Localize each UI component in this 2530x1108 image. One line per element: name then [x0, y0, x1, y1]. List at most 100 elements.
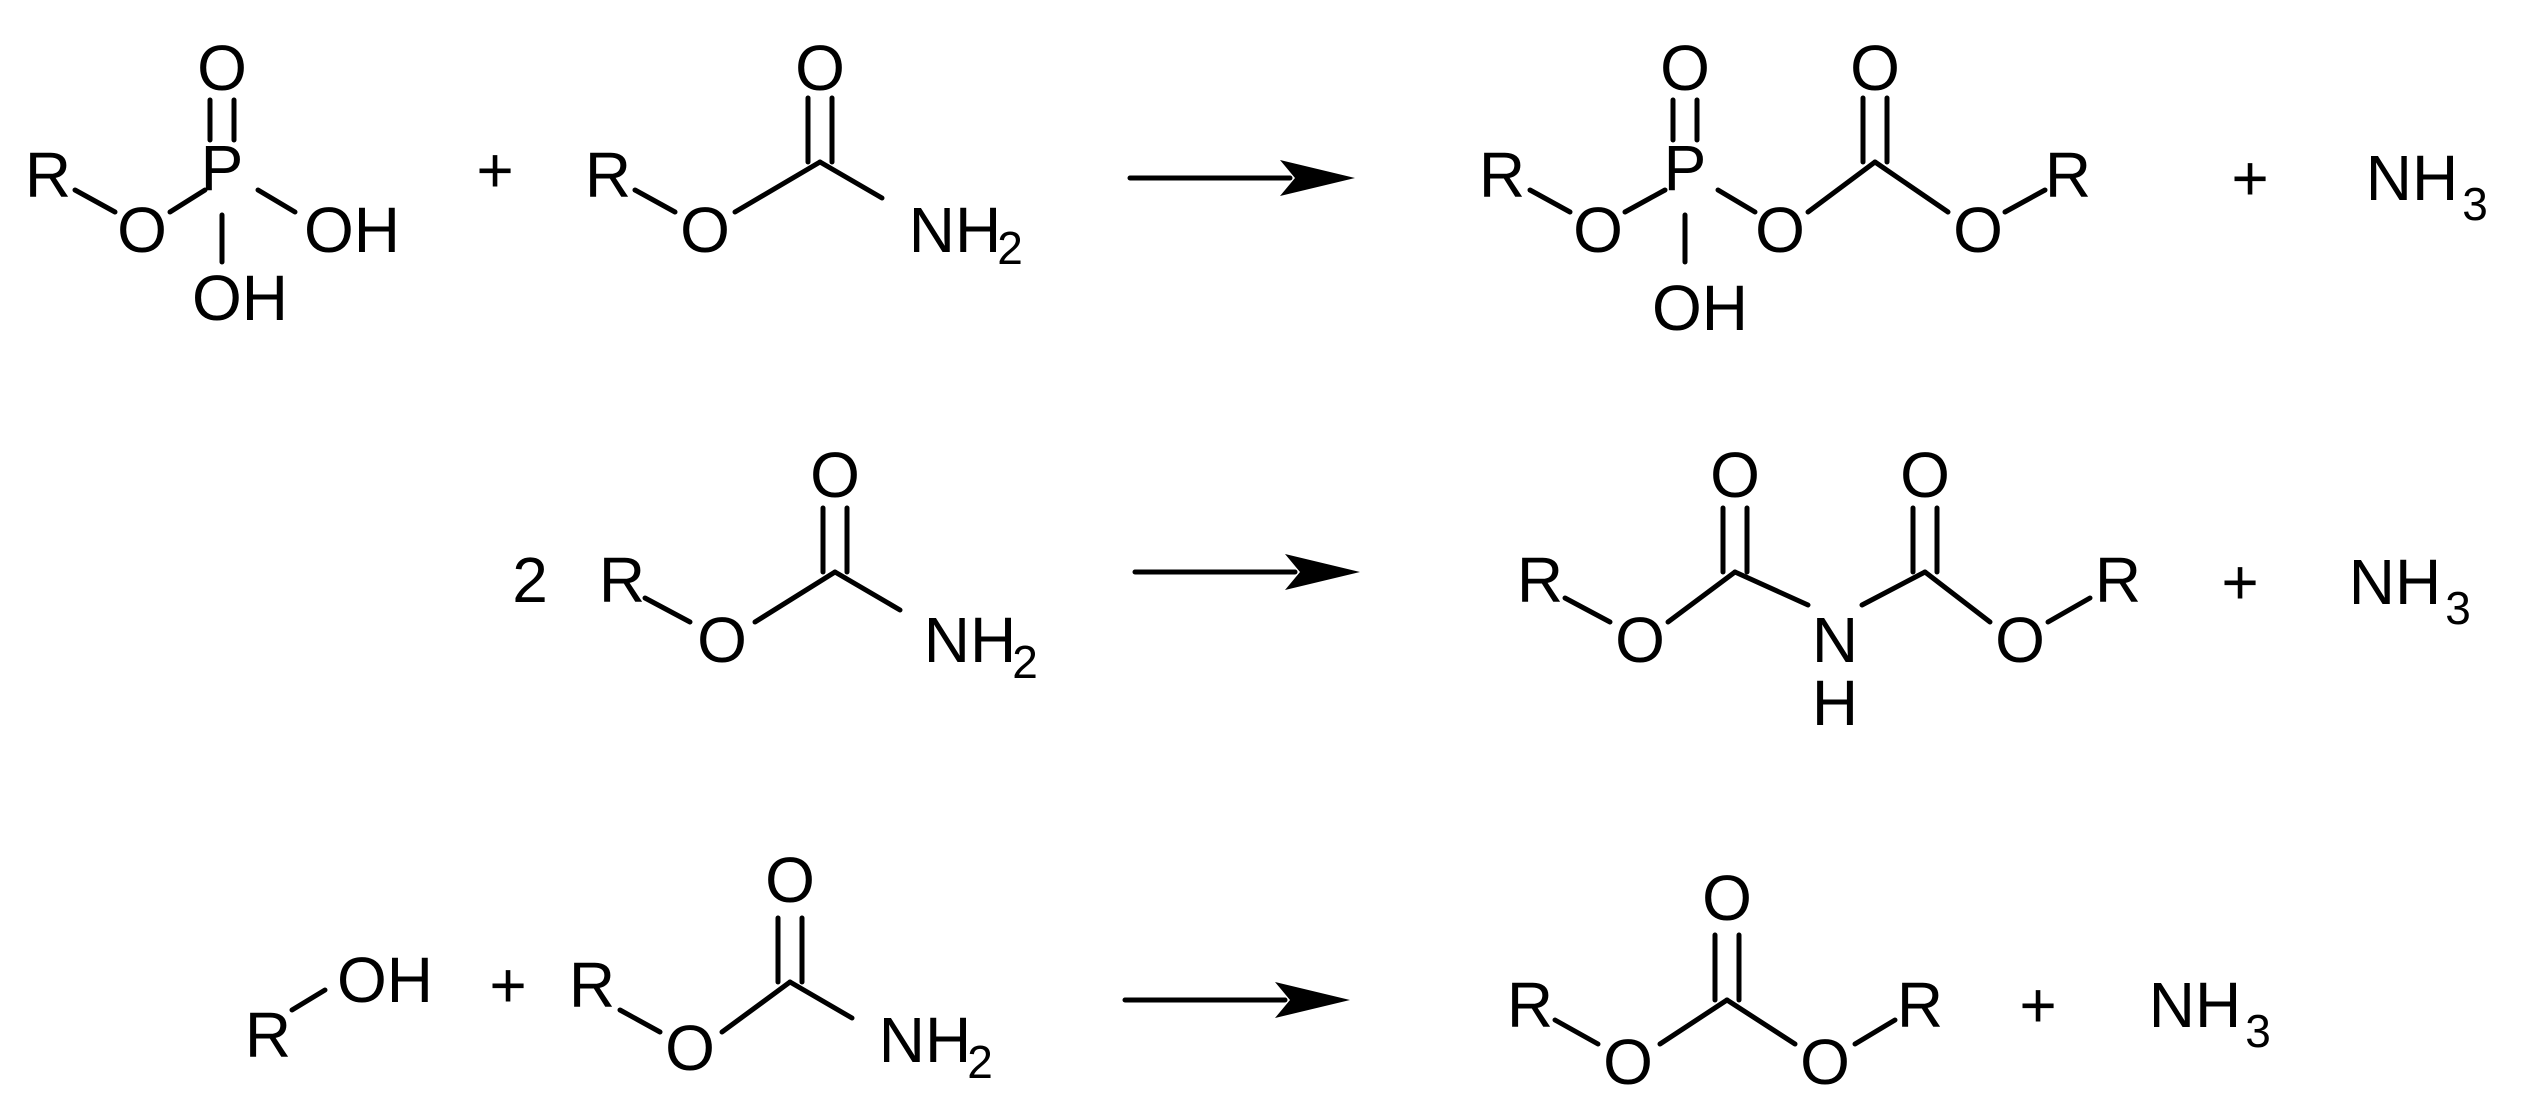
plus-sign: + [2231, 142, 2268, 214]
bond [1665, 569, 1738, 625]
atom-nh: NH [924, 604, 1016, 676]
plus-sign: + [489, 949, 526, 1021]
atom-r: R [1897, 969, 1943, 1041]
atom-r: R [1479, 139, 1525, 211]
product-ammonia: NH 3 [2349, 546, 2471, 634]
bond [1732, 569, 1811, 608]
atom-o: O [1702, 862, 1752, 934]
reactant-1a-phosphate: R O P O OH OH [25, 32, 400, 334]
atom-o: O [765, 844, 815, 916]
bond [719, 979, 793, 1035]
atom-o: O [665, 1012, 715, 1084]
arrow-head [1280, 160, 1355, 196]
atom-nh: NH [909, 194, 1001, 266]
reactant-3b-carbamate: R O O NH 2 [569, 844, 993, 1088]
bond [1922, 569, 1993, 625]
reaction-arrow [1122, 982, 1350, 1018]
bond [832, 569, 903, 613]
atom-o: O [117, 194, 167, 266]
atom-o: O [697, 604, 747, 676]
product-ammonia: NH 3 [2149, 969, 2271, 1057]
atom-r: R [569, 949, 615, 1021]
atom-p: P [1664, 132, 1707, 204]
atom-o: O [1900, 439, 1950, 511]
bond [752, 569, 838, 625]
atom-o: O [197, 32, 247, 104]
stoichiometric-coefficient: 2 [512, 544, 548, 616]
bond [72, 187, 118, 215]
atom-o: O [1615, 604, 1665, 676]
reaction-1: R O P O OH OH + R O O NH 2 [25, 32, 2488, 344]
atom-nh: NH [2349, 546, 2441, 618]
subscript: 2 [997, 222, 1023, 274]
atom-r: R [1517, 544, 1563, 616]
plus-sign: + [2221, 546, 2258, 618]
atom-o: O [1755, 194, 1805, 266]
plus-sign: + [2019, 969, 2056, 1041]
bond [1805, 159, 1878, 215]
subscript: 3 [2462, 178, 2488, 230]
reactant-2-carbamate: R O O NH 2 [599, 439, 1038, 688]
product-1-mixed-anhydride: R O P O OH O O O R [1479, 32, 2091, 344]
bond [255, 187, 298, 215]
atom-r: R [25, 139, 71, 211]
atom-r: R [599, 544, 645, 616]
atom-r: R [2095, 544, 2141, 616]
bond [732, 159, 823, 215]
bond [289, 987, 328, 1013]
subscript: 2 [967, 1036, 993, 1088]
reactant-1b-carbamate: R O O NH 2 [585, 32, 1023, 274]
atom-o: O [1603, 1026, 1653, 1098]
bond [1724, 997, 1798, 1047]
atom-oh: OH [304, 194, 400, 266]
atom-o: O [680, 194, 730, 266]
atom-r: R [2045, 139, 2091, 211]
bond [1872, 159, 1951, 215]
bond [1622, 187, 1668, 215]
atom-h: H [1812, 667, 1858, 739]
atom-p: P [201, 132, 244, 204]
bond [2045, 595, 2093, 625]
atom-o: O [1660, 32, 1710, 104]
atom-oh: OH [1652, 272, 1748, 344]
reaction-arrow [1127, 160, 1355, 196]
subscript: 2 [1012, 636, 1038, 688]
bond [1715, 187, 1758, 215]
atom-o: O [1710, 439, 1760, 511]
bond [2002, 187, 2048, 215]
bond [1859, 569, 1928, 608]
atom-oh: OH [337, 944, 433, 1016]
subscript: 3 [2245, 1005, 2271, 1057]
atom-o: O [1573, 194, 1623, 266]
bond [1552, 1017, 1601, 1047]
atom-r: R [245, 999, 291, 1071]
bond [642, 595, 693, 625]
reaction-2: 2 R O O NH 2 R [512, 439, 2471, 739]
atom-r: R [1507, 969, 1553, 1041]
bond [632, 187, 678, 215]
bond [617, 1007, 663, 1035]
subscript: 3 [2445, 582, 2471, 634]
atom-o: O [795, 32, 845, 104]
bond [1852, 1017, 1898, 1047]
bond [817, 159, 885, 201]
arrow-head [1285, 554, 1360, 590]
bond [1657, 997, 1730, 1047]
atom-nh: NH [2149, 969, 2241, 1041]
reaction-3: R OH + R O O NH 2 R O [245, 844, 2271, 1098]
atom-n: N [1812, 604, 1858, 676]
atom-oh: OH [192, 262, 288, 334]
atom-r: R [585, 139, 631, 211]
atom-o: O [1995, 604, 2045, 676]
plus-sign: + [476, 134, 513, 206]
reaction-arrow [1132, 554, 1360, 590]
bond [167, 187, 208, 215]
atom-o: O [1953, 194, 2003, 266]
product-3-carbonate: R O O O R [1507, 862, 1943, 1098]
atom-o: O [1850, 32, 1900, 104]
atom-nh: NH [2366, 142, 2458, 214]
atom-o: O [810, 439, 860, 511]
bond [1527, 187, 1573, 215]
product-2-imidodicarbonate: R O O N H O O R [1517, 439, 2141, 739]
